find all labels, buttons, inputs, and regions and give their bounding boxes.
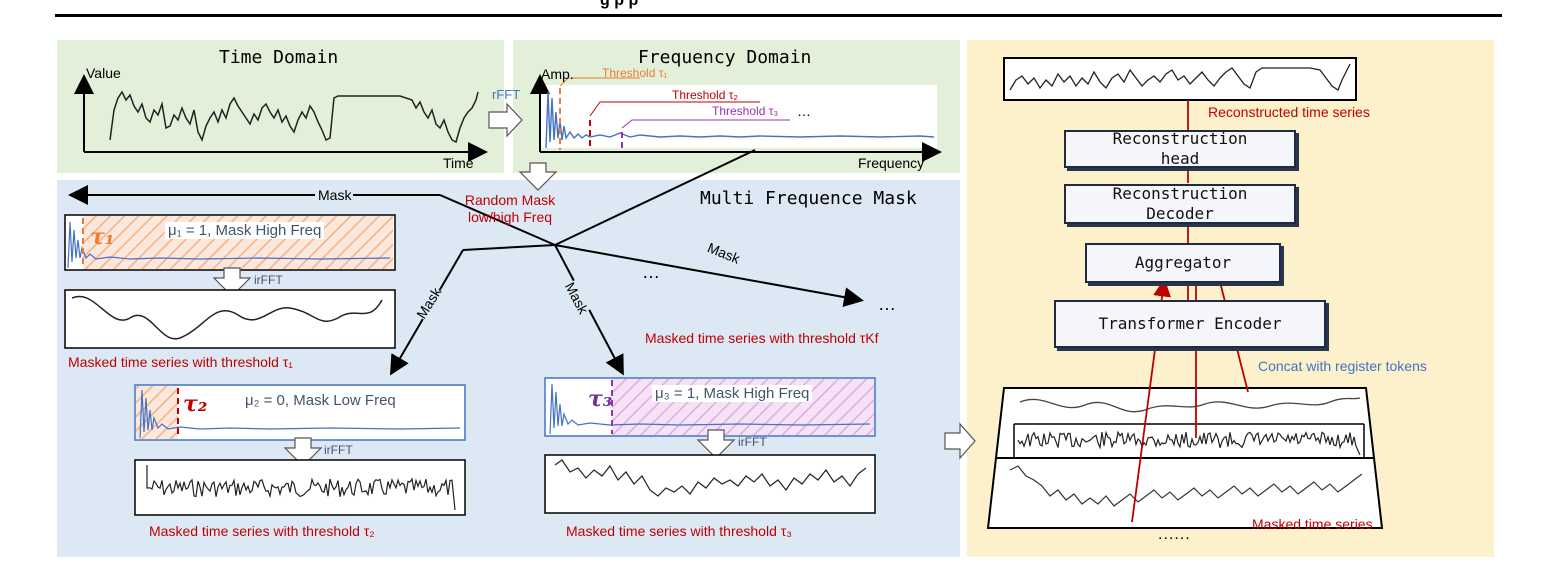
threshold-1-label: Threshold τ₁ [602, 66, 668, 80]
frequency-domain-title: Frequency Domain [638, 47, 812, 68]
branch1-series [64, 289, 396, 349]
branch2-spectrum [134, 384, 466, 441]
masked-series-stack [986, 387, 1384, 529]
branch3-series [544, 454, 876, 514]
reconstruction-head-block: Reconstruction head [1064, 129, 1296, 168]
header-partial-title: g p p [600, 0, 639, 9]
rfft-label: rFFT [492, 87, 521, 102]
time-domain-y-label: Value [86, 65, 121, 81]
mask-tree [68, 149, 864, 376]
branch2-irfft-arrow [283, 437, 323, 467]
branch3-irfft-arrow [696, 429, 736, 459]
branch2-mu-text: μ₂ = 0, Mask Low Freq [245, 392, 396, 409]
random-mask-label: Random Mask low/high Freq [464, 192, 556, 225]
to-model-arrow [944, 422, 976, 460]
random-mask-arrow [518, 162, 558, 191]
branch3-tau: τ₃ [588, 386, 613, 412]
rfft-arrow [488, 102, 523, 138]
frequency-domain-x-label: Frequency [858, 155, 925, 171]
branch1-tau: τ₁ [90, 224, 115, 250]
branchk-dots-mid: … [642, 262, 660, 282]
time-domain-title: Time Domain [219, 47, 339, 68]
branch1-irfft-arrow [212, 267, 252, 297]
branch3-irfft-label: irFFT [738, 435, 767, 449]
mask-label-top: Mask [316, 187, 354, 203]
branchk-dots-end: … [878, 294, 896, 314]
multi-frequence-mask-title: Multi Frequence Mask [700, 188, 917, 209]
aggregator-block: Aggregator [1085, 243, 1281, 283]
time-domain-plot [74, 74, 488, 162]
branchk-caption: Masked time series with threshold τKf [645, 330, 879, 346]
branch2-irfft-label: irFFT [324, 443, 353, 457]
reconstructed-series-label: Reconstructed time series [1208, 104, 1370, 120]
threshold-ellipsis: … [797, 103, 811, 119]
branch1-irfft-label: irFFT [254, 273, 283, 287]
threshold-3-label: Threshold τ₃ [712, 104, 779, 118]
masked-stack-dots: ...... [1158, 526, 1191, 543]
branch2-caption: Masked time series with threshold τ₂ [149, 523, 375, 539]
time-domain-x-label: Time [443, 155, 474, 171]
reconstructed-series [1003, 57, 1357, 101]
branch2-series [134, 459, 466, 516]
masked-time-series-label: Masked time series [1252, 516, 1373, 532]
reconstruction-decoder-block: Reconstruction Decoder [1064, 184, 1296, 224]
transformer-encoder-block: Transformer Encoder [1054, 300, 1326, 348]
branch1-mu-text: μ₁ = 1, Mask High Freq [165, 222, 325, 239]
branch1-caption: Masked time series with threshold τ₁ [68, 354, 294, 370]
header-rule [55, 14, 1502, 17]
branch3-caption: Masked time series with threshold τ₃ [566, 523, 792, 539]
branch2-tau: τ₂ [183, 391, 208, 417]
branch3-mu-text: μ₃ = 1, Mask High Freq [652, 385, 813, 402]
concat-register-label: Concat with register tokens [1258, 358, 1427, 374]
frequency-domain-y-label: Amp. [541, 66, 574, 82]
time-domain-panel [57, 40, 504, 173]
frequency-domain-plot [530, 74, 942, 162]
threshold-2-label: Threshold τ₂ [672, 88, 739, 102]
